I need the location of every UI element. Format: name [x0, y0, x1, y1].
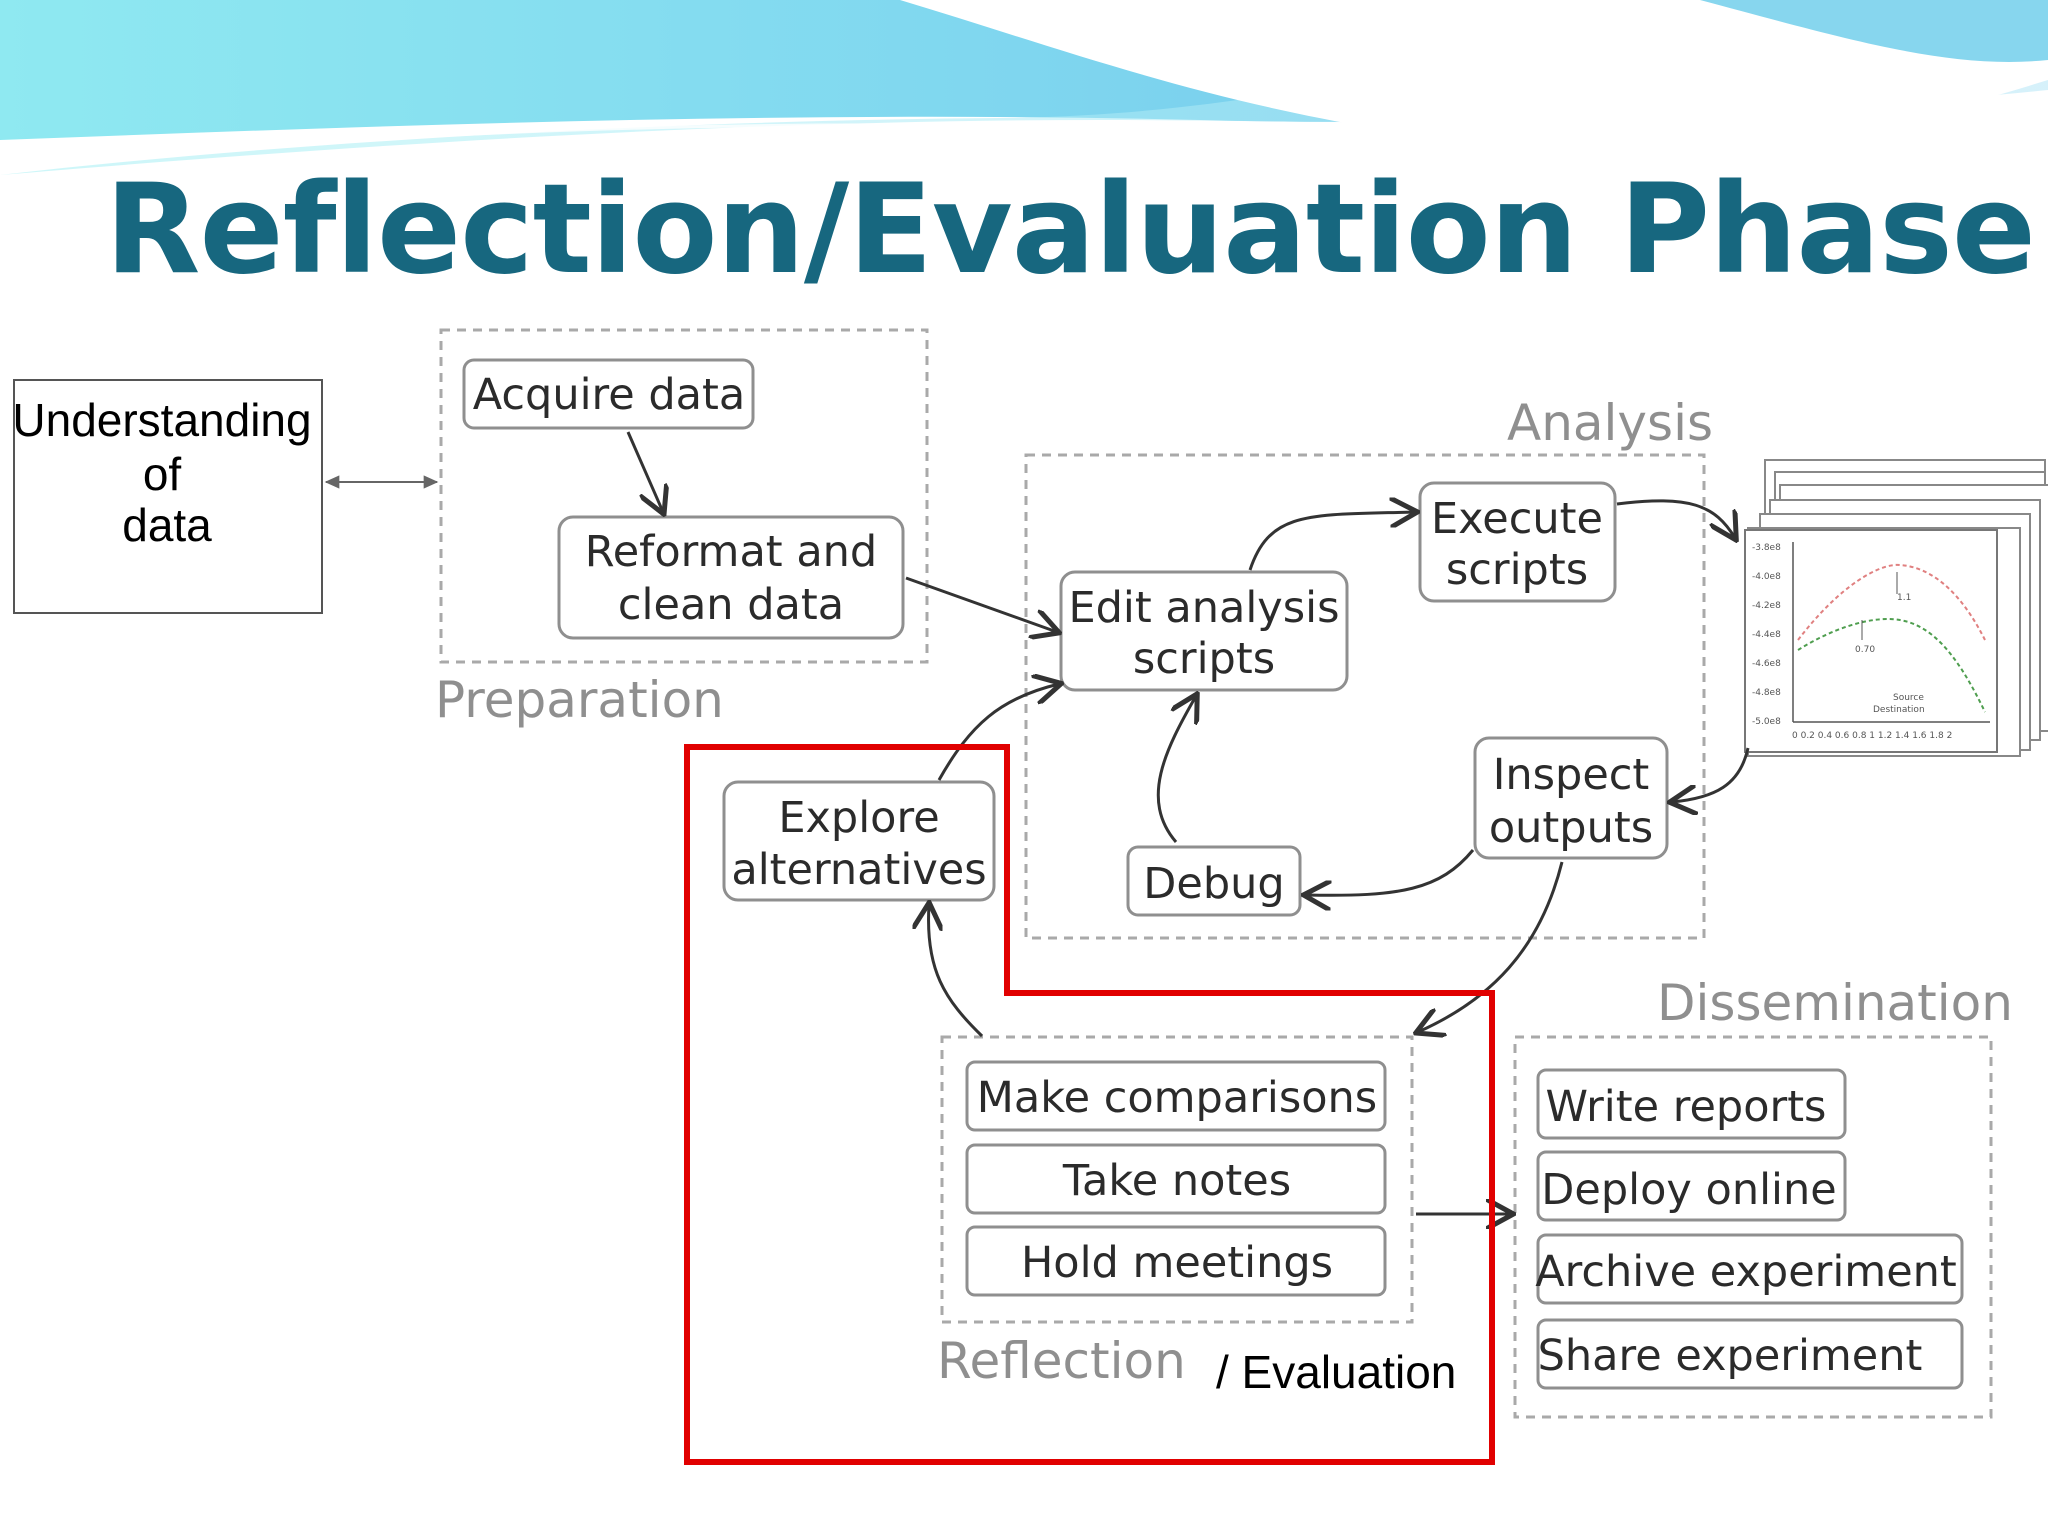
edit-line-1: Edit analysis — [1068, 583, 1339, 633]
dissemination-item-1: Write reports — [1546, 1082, 1827, 1132]
reflection-item-1: Make comparisons — [977, 1073, 1377, 1123]
header-wave-decoration — [0, 0, 2048, 200]
inspect-line-1: Inspect — [1493, 750, 1650, 800]
reformat-line-1: Reformat and — [585, 527, 877, 577]
arrow-debug-to-edit — [1156, 696, 1196, 843]
debug-label: Debug — [1143, 859, 1284, 909]
edit-line-2: scripts — [1133, 634, 1275, 684]
arrow-reformat-to-edit — [905, 576, 1057, 632]
execute-scripts-node: Execute scripts — [1418, 481, 1617, 603]
plot-ytick-7: -5.0e8 — [1752, 717, 1781, 727]
execute-line-1: Execute — [1431, 494, 1603, 544]
plot-ytick-1: -3.8e8 — [1752, 543, 1781, 553]
understanding-line-3: data — [122, 499, 212, 551]
write-reports-node: Write reports — [1536, 1068, 1847, 1140]
debug-node: Debug — [1126, 845, 1302, 917]
archive-experiment-node: Archive experiment — [1535, 1233, 1964, 1305]
acquire-data-label: Acquire data — [473, 370, 746, 420]
understanding-line-1: Understanding — [12, 394, 311, 446]
plot-annotation-mid: 0.70 — [1855, 645, 1875, 655]
plot-xticks: 0 0.2 0.4 0.6 0.8 1 1.2 1.4 1.6 1.8 2 — [1792, 731, 1952, 741]
plot-legend-source: Source — [1893, 693, 1924, 703]
plot-ytick-6: -4.8e8 — [1752, 688, 1781, 698]
plot-ytick-2: -4.0e8 — [1752, 572, 1781, 582]
inspect-outputs-node: Inspect outputs — [1473, 736, 1669, 860]
arrow-edit-to-execute — [1248, 512, 1415, 571]
explore-alternatives-node: Explore alternatives — [722, 780, 996, 902]
plot-thumbnail: -3.8e8 -4.0e8 -4.2e8 -4.4e8 -4.6e8 -4.8e… — [1744, 529, 1998, 753]
execute-line-2: scripts — [1446, 545, 1588, 595]
plot-ytick-5: -4.6e8 — [1752, 659, 1781, 669]
plot-curve-source — [1797, 563, 1986, 641]
arrow-plots-to-inspect — [1672, 747, 1750, 802]
reflection-highlight-outline — [684, 744, 1495, 1465]
hold-meetings-node: Hold meetings — [965, 1225, 1387, 1297]
arrow-inspect-to-debug — [1306, 849, 1475, 895]
understanding-line-2: of — [143, 448, 182, 500]
deploy-online-node: Deploy online — [1536, 1150, 1847, 1222]
arrow-explore-to-edit — [937, 684, 1059, 781]
preparation-section-frame — [439, 328, 929, 664]
dissemination-item-4: Share experiment — [1538, 1331, 1923, 1381]
inspect-line-2: outputs — [1489, 803, 1653, 853]
explore-line-1: Explore — [778, 793, 939, 843]
explore-line-2: alternatives — [731, 845, 986, 895]
reformat-clean-data-node: Reformat and clean data — [557, 515, 905, 640]
reflection-section-frame — [940, 1035, 1414, 1324]
reflection-label: Reflection — [937, 1332, 1186, 1390]
arrow-reflection-to-explore — [928, 905, 984, 1038]
reflection-item-2: Take notes — [1062, 1156, 1291, 1206]
dissemination-item-3: Archive experiment — [1535, 1247, 1957, 1297]
dissemination-item-2: Deploy online — [1541, 1165, 1836, 1215]
analysis-section-frame — [1024, 453, 1706, 940]
plot-annotation-top: 1.1 — [1897, 593, 1911, 603]
analysis-label: Analysis — [1507, 394, 1713, 452]
take-notes-node: Take notes — [965, 1143, 1387, 1215]
plot-legend-destination: Destination — [1873, 705, 1925, 715]
acquire-data-node: Acquire data — [462, 358, 755, 430]
share-experiment-node: Share experiment — [1536, 1318, 1964, 1390]
arrow-inspect-to-reflection — [1418, 861, 1564, 1032]
plot-ytick-3: -4.2e8 — [1752, 601, 1781, 611]
make-comparisons-node: Make comparisons — [965, 1060, 1387, 1132]
plot-curve-destination — [1797, 618, 1986, 713]
arrow-execute-to-plots — [1616, 499, 1735, 538]
understanding-of-data-node: Understanding of data — [12, 379, 323, 614]
plot-ytick-4: -4.4e8 — [1752, 630, 1781, 640]
slide-title: Reflection/Evaluation Phase — [105, 158, 2036, 302]
reflection-item-3: Hold meetings — [1021, 1238, 1333, 1288]
preparation-label: Preparation — [435, 671, 724, 729]
evaluation-suffix: / Evaluation — [1216, 1346, 1456, 1398]
plot-output-stack: -3.8e8 -4.0e8 -4.2e8 -4.4e8 -4.6e8 -4.8e… — [1744, 459, 2048, 757]
edit-analysis-scripts-node: Edit analysis scripts — [1059, 570, 1349, 692]
arrow-acquire-to-reformat — [626, 431, 663, 512]
dissemination-label: Dissemination — [1657, 974, 2013, 1032]
reformat-line-2: clean data — [618, 580, 844, 630]
